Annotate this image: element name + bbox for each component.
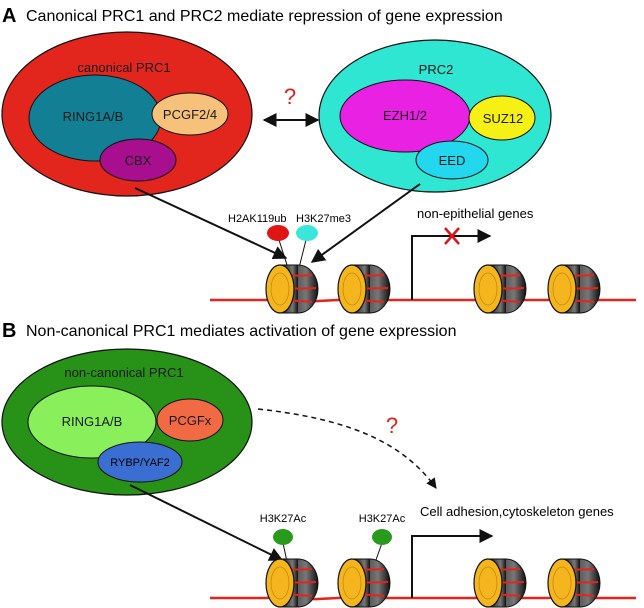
pcgfx-ellipse: [156, 398, 224, 442]
eed-ellipse: [415, 140, 489, 180]
suz12-label: SUZ12: [483, 111, 523, 126]
panel-b-nucleosome-4: [547, 558, 601, 608]
panel-b-nucleosome-3: [473, 558, 527, 608]
panel-b-gene-label: Cell adhesion,cytoskeleton genes: [420, 504, 614, 519]
mark-h3k27me3-label: H3K27me3: [296, 213, 351, 225]
panel-a-tss-arrow: [411, 229, 492, 300]
prc1-to-nucleosome-arrow: [134, 187, 288, 260]
rybp-yaf2-ellipse: [97, 441, 183, 483]
noncanonical-prc1-complex: non-canonical PRC1 RING1A/B PCGFx RYBP/Y…: [1, 348, 253, 496]
rybp-yaf2-label: RYBP/YAF2: [110, 457, 170, 469]
panel-b-letter: B: [2, 320, 16, 342]
panel-b-title: Non-canonical PRC1 mediates activation o…: [26, 323, 456, 340]
suz12-ellipse: [468, 95, 536, 141]
noncanonical-prc1-label: non-canonical PRC1: [64, 365, 183, 380]
ring1ab-nc-ellipse: [27, 385, 157, 459]
mark-h3k27me3-dot: [296, 225, 318, 241]
panel-b-nucleosome-2: [337, 558, 391, 608]
ring1ab-nc-label: RING1A/B: [62, 414, 123, 429]
ring1ab-label: RING1A/B: [63, 109, 124, 124]
panel-b-tss-arrow: [411, 529, 494, 598]
panel-a-question-mark: ?: [284, 84, 296, 109]
panel-a-nucleosome-1: [265, 264, 319, 314]
mark-h2ak119ub-label: H2AK119ub: [228, 213, 287, 225]
noncanonical-to-nucleosome-arrow: [129, 484, 284, 561]
canonical-prc1-complex: canonical PRC1 RING1A/B PCGF2/4 CBX: [1, 31, 253, 197]
cbx-label: CBX: [125, 153, 152, 168]
mark-h2ak119ub-dot: [267, 225, 289, 241]
pcgf2-4-ellipse: [151, 92, 229, 136]
mark-h2ak119ub-stem: [278, 239, 289, 269]
panel-b-question-mark: ?: [386, 413, 398, 438]
pcgfx-label: PCGFx: [169, 413, 212, 428]
prc2-complex: PRC2 EZH1/2 SUZ12 EED: [318, 39, 552, 193]
mark-h3k27ac-2-label: H3K27Ac: [359, 513, 406, 525]
panel-a-gene-label: non-epithelial genes: [417, 206, 534, 221]
mark-h3k27me3-stem: [298, 239, 307, 269]
prc2-to-nucleosome-arrow: [310, 183, 421, 263]
ezh1-2-label: EZH1/2: [383, 108, 427, 123]
repression-cross-icon: [444, 227, 460, 245]
mark-h3k27ac-2-dot: [372, 529, 392, 545]
cbx-ellipse: [99, 138, 177, 182]
mark-h3k27ac-1-label: H3K27Ac: [260, 513, 307, 525]
mark-h3k27ac-1-dot: [273, 529, 293, 545]
panel-b-nucleosome-1: [265, 558, 319, 608]
prc2-label: PRC2: [419, 62, 454, 77]
eed-label: EED: [439, 153, 466, 168]
panel-a-nucleosome-4: [547, 264, 601, 314]
panel-a-nucleosome-2: [337, 264, 391, 314]
panel-a-nucleosome-3: [473, 264, 527, 314]
panel-b-dashed-arrow: [257, 408, 437, 489]
pcgf2-4-label: PCGF2/4: [163, 107, 217, 122]
panel-a-title: Canonical PRC1 and PRC2 mediate repressi…: [26, 8, 503, 25]
canonical-prc1-label: canonical PRC1: [77, 60, 170, 75]
panel-a-letter: A: [2, 5, 16, 27]
